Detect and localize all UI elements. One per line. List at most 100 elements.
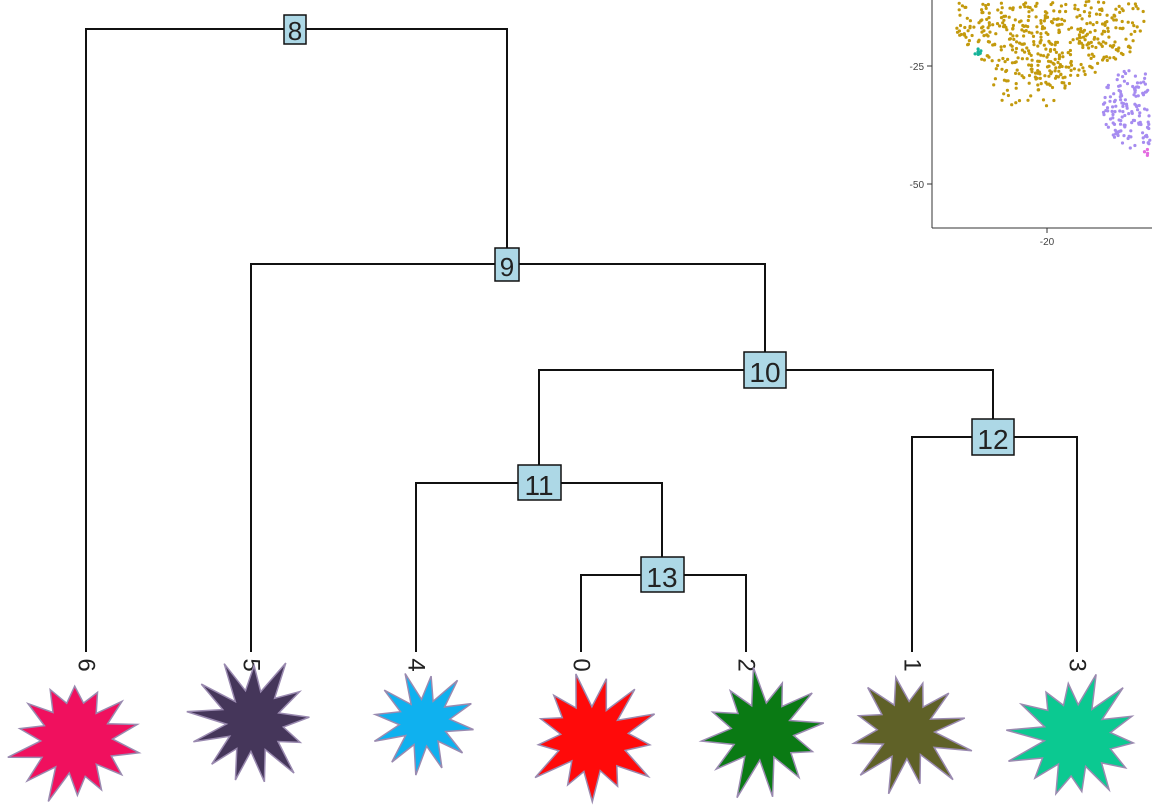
inset-point <box>1121 75 1125 79</box>
inset-point <box>984 4 988 8</box>
leaf-label-5: 5 <box>238 658 265 671</box>
inset-point <box>1136 7 1140 11</box>
inset-point <box>986 2 991 7</box>
inset-point <box>1137 114 1141 118</box>
inset-point <box>1067 65 1071 69</box>
inset-point <box>1083 38 1087 42</box>
inset-point <box>1008 37 1013 41</box>
leaf-markers <box>7 662 1136 805</box>
inset-point <box>1116 73 1120 77</box>
inset-point <box>1036 83 1040 87</box>
inset-point <box>1104 109 1108 113</box>
inset-point <box>1069 26 1074 30</box>
inset-point <box>1087 41 1091 45</box>
inset-point <box>1057 23 1062 27</box>
inset-point <box>1048 83 1052 87</box>
inset-point <box>1049 72 1053 76</box>
leaf-label-3: 3 <box>1064 658 1091 671</box>
inset-point <box>1011 34 1015 38</box>
inset-point <box>1103 101 1107 105</box>
inset-point <box>1037 88 1041 92</box>
inset-point <box>957 8 961 12</box>
inset-point <box>987 40 992 44</box>
inset-scatter-plot: -25 -50 -20 <box>910 0 1152 248</box>
inset-point <box>1058 55 1062 59</box>
inset-point <box>1118 122 1123 126</box>
inset-point <box>976 40 980 44</box>
inset-point <box>1066 51 1070 55</box>
inset-point <box>1146 151 1150 155</box>
inset-point <box>1131 84 1135 89</box>
inset-point <box>1039 19 1043 23</box>
inset-point <box>1112 92 1116 96</box>
inset-point <box>1030 58 1034 62</box>
inset-point <box>1001 56 1005 61</box>
inset-point <box>1058 9 1062 13</box>
tree-node-13: 13 <box>640 556 685 593</box>
inset-point <box>1143 76 1147 80</box>
inset-point <box>1052 9 1056 13</box>
node-box <box>283 14 307 45</box>
inset-point <box>1093 29 1097 33</box>
inset-point <box>1132 24 1136 28</box>
inset-point <box>1036 52 1040 56</box>
node-box <box>640 556 685 593</box>
inset-point <box>1113 110 1117 114</box>
tree-node-9: 9 <box>494 247 520 282</box>
inset-point <box>967 39 972 43</box>
inset-point <box>1035 1 1039 5</box>
inset-point <box>1062 19 1067 23</box>
inset-point <box>1075 37 1079 41</box>
inset-point <box>1141 131 1145 135</box>
inset-point <box>1006 79 1010 83</box>
inset-point <box>1092 37 1096 41</box>
inset-point <box>981 25 985 29</box>
inset-point <box>1120 115 1124 119</box>
inset-point <box>1112 122 1117 126</box>
inset-point <box>1039 82 1043 86</box>
inset-point <box>1081 66 1085 70</box>
inset-point <box>1059 73 1063 77</box>
inset-point <box>1118 109 1122 113</box>
inset-point <box>963 5 967 9</box>
inset-point <box>985 17 989 21</box>
inset-point <box>1095 20 1099 25</box>
inset-point <box>1026 98 1030 102</box>
inset-point <box>966 29 970 33</box>
inset-point <box>1141 91 1145 95</box>
inset-point <box>1105 58 1109 63</box>
inset-point <box>1129 129 1133 133</box>
inset-point <box>1039 21 1043 25</box>
inset-point <box>987 11 991 15</box>
inset-point <box>1042 43 1046 47</box>
inset-point <box>1063 75 1067 79</box>
inset-point <box>1114 18 1118 22</box>
inset-point <box>1091 23 1095 27</box>
inset-point <box>1057 69 1061 73</box>
tree-edge <box>539 482 663 575</box>
inset-point <box>1088 30 1092 34</box>
inset-point <box>1048 49 1052 53</box>
inset-point <box>1053 48 1057 52</box>
inset-point <box>1027 51 1031 56</box>
inset-point <box>1114 7 1118 11</box>
inset-point <box>1076 73 1080 77</box>
inset-point <box>1147 114 1151 118</box>
inset-point <box>1080 17 1084 21</box>
inset-point <box>1073 3 1077 7</box>
inset-point <box>1121 9 1125 13</box>
inset-point <box>1090 66 1094 70</box>
node-label: 13 <box>646 562 677 593</box>
inset-point <box>1048 69 1052 73</box>
inset-point <box>1141 136 1145 140</box>
inset-point <box>1020 28 1024 32</box>
inset-point <box>1126 20 1130 24</box>
inset-point <box>979 49 983 53</box>
inset-point <box>1060 17 1064 21</box>
inset-point <box>1022 76 1026 80</box>
inset-point <box>1116 49 1120 53</box>
inset-point <box>1108 95 1112 99</box>
inset-point <box>972 25 976 29</box>
inset-point <box>1059 4 1063 8</box>
inset-point <box>1127 69 1131 73</box>
